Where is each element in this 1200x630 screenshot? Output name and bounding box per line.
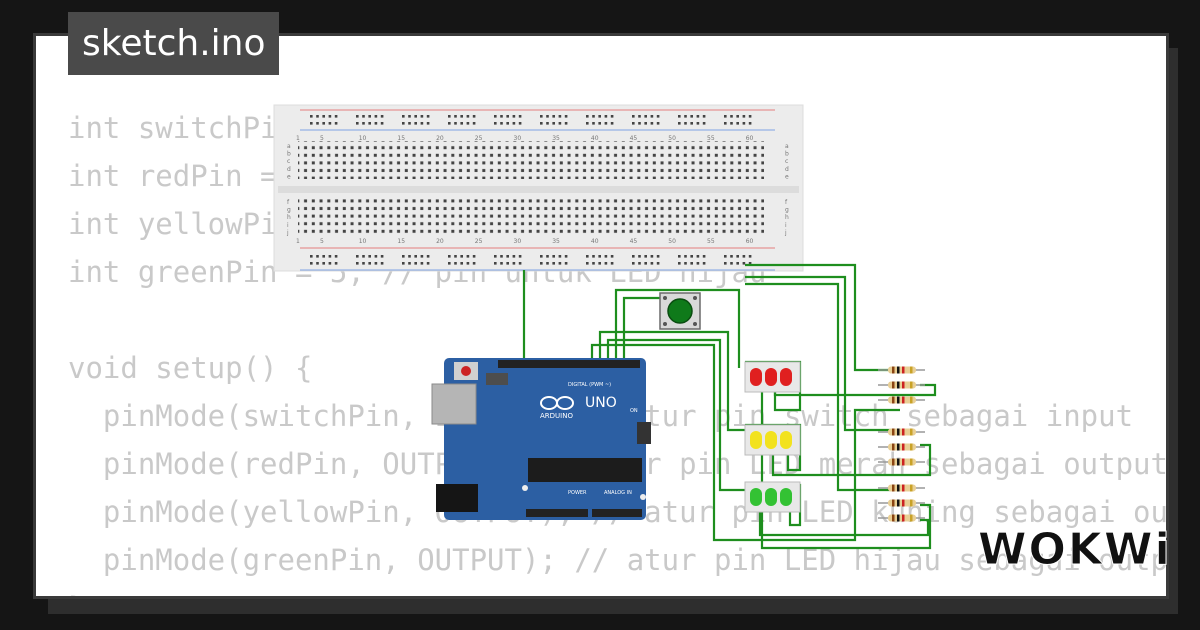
breadboard-column-number: 30 (514, 135, 522, 142)
code-line: void setup() { (68, 351, 313, 385)
breadboard-column-number: 10 (359, 238, 367, 245)
breadboard-row-letter: h (287, 214, 291, 221)
wokwi-logo[interactable]: WOKWi (978, 524, 1172, 576)
breadboard-column-number: 50 (668, 238, 676, 245)
breadboard-row-letter: e (785, 173, 789, 180)
breadboard-column-number: 25 (475, 238, 483, 245)
breadboard-row-letter: f (287, 199, 290, 206)
board-brand-label: ARDUINO (540, 412, 573, 420)
board-model-label: UNO (585, 395, 617, 411)
breadboard-column-number: 40 (591, 135, 599, 142)
breadboard-column-number: 1 (296, 238, 300, 245)
breadboard-column-number: 30 (514, 238, 522, 245)
breadboard-column-number: 50 (668, 135, 676, 142)
breadboard-row-letter: c (785, 158, 788, 165)
resistor[interactable] (878, 381, 925, 389)
breadboard-row-letter: d (785, 166, 789, 173)
breadboard-column-number: 35 (552, 135, 560, 142)
arduino-uno-board[interactable]: UNO ARDUINO DIGITAL (PWM ~) ANALOG IN PO… (431, 358, 651, 520)
resistor[interactable] (878, 366, 925, 374)
resistor[interactable] (878, 443, 925, 451)
breadboard-column-number: 10 (359, 135, 367, 142)
breadboard-row-letter: h (785, 214, 789, 221)
breadboard-column-number: 45 (630, 238, 638, 245)
breadboard-row-letter: b (287, 151, 291, 158)
breadboard-row-letter: j (784, 229, 787, 236)
breadboard-row-letter: e (287, 173, 291, 180)
breadboard-column-number: 45 (630, 135, 638, 142)
resistor[interactable] (878, 514, 925, 522)
breadboard-row-letter: i (287, 222, 289, 229)
breadboard-column-number: 55 (707, 238, 715, 245)
breadboard-row-letter: a (287, 143, 291, 150)
breadboard-row-letter: g (785, 207, 789, 214)
led-red-group[interactable] (744, 361, 801, 393)
breadboard-column-number: 55 (707, 135, 715, 142)
breadboard-column-number: 5 (320, 135, 324, 142)
breadboard-column-number: 5 (320, 238, 324, 245)
breadboard-column-number: 25 (475, 135, 483, 142)
resistors[interactable] (878, 366, 925, 522)
digital-header-label: DIGITAL (PWM ~) (568, 382, 611, 388)
breadboard-row-letter: g (287, 207, 291, 214)
breadboard-column-number: 20 (436, 135, 444, 142)
resistor[interactable] (878, 428, 925, 436)
breadboard-column-number: 60 (746, 135, 754, 142)
breadboard-row-letter: f (785, 199, 788, 206)
breadboard-column-number: 1 (296, 135, 300, 142)
power-header-label: POWER (568, 490, 587, 496)
breadboard-row-letter: d (287, 166, 291, 173)
push-button[interactable] (659, 292, 701, 330)
breadboard-column-number: 20 (436, 238, 444, 245)
resistor[interactable] (878, 499, 925, 507)
sketch-title[interactable]: sketch.ino (68, 12, 280, 75)
breadboard-column-number: 40 (591, 238, 599, 245)
breadboard-column-number: 15 (397, 135, 405, 142)
breadboard-column-number: 35 (552, 238, 560, 245)
breadboard-column-number: 60 (746, 238, 754, 245)
breadboard-column-number: 15 (397, 238, 405, 245)
code-line: pinMode(greenPin, OUTPUT); // atur pin L… (68, 543, 1169, 577)
resistor[interactable] (878, 396, 925, 404)
breadboard-row-letter: c (287, 158, 290, 165)
analog-header-label: ANALOG IN (604, 490, 632, 496)
breadboard-row-letter: a (785, 143, 789, 150)
led-green-group[interactable] (744, 481, 801, 513)
resistor[interactable] (878, 458, 925, 466)
breadboard-row-letter: b (785, 151, 789, 158)
code-line: } (68, 584, 1166, 596)
led-yellow-group[interactable] (744, 424, 801, 456)
breadboard-row-letter: i (785, 222, 787, 229)
on-led-label: ON (630, 408, 638, 414)
resistor[interactable] (878, 484, 925, 492)
breadboard-row-letter: j (286, 229, 289, 236)
